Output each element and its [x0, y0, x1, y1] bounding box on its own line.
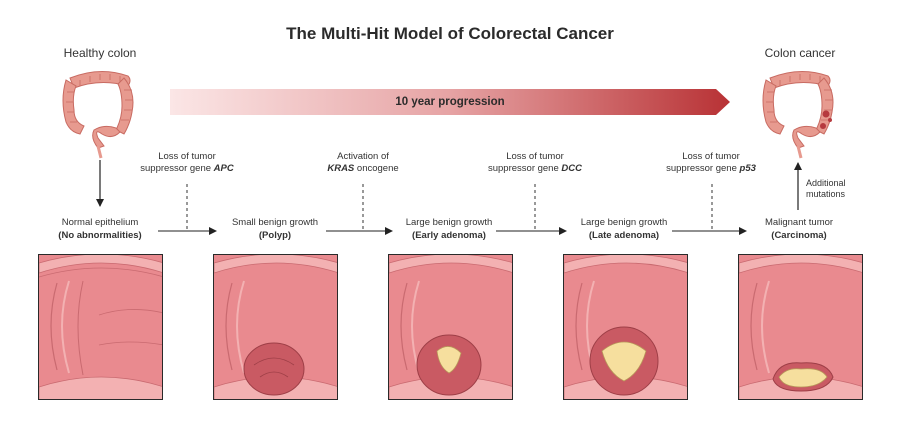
panel-early-adenoma: [388, 254, 513, 400]
event-kras: Activation of KRAS oncogene: [327, 151, 399, 174]
panel-late-adenoma: [563, 254, 688, 400]
diagram-title: The Multi-Hit Model of Colorectal Cancer: [286, 24, 614, 43]
event-dcc: Loss of tumor suppressor gene DCC: [487, 151, 582, 174]
stage-label-late-adenoma: Large benign growth(Late adenoma): [580, 217, 668, 241]
stage-label-polyp: Small benign growth(Polyp): [231, 217, 319, 241]
panel-polyp: [213, 254, 338, 400]
healthy-colon-label: Healthy colon: [63, 46, 137, 60]
additional-mutations-label: Additional mutations: [806, 178, 846, 199]
panel-normal-epithelium: [38, 254, 163, 400]
event-apc: Loss of tumor suppressor gene APC: [140, 151, 234, 174]
stage-label-normal: Normal epithelium(No abnormalities): [58, 217, 142, 241]
event-p53: Loss of tumor suppressor gene p53: [666, 151, 756, 174]
colon-cancer-label: Colon cancer: [764, 46, 836, 60]
panel-carcinoma: [738, 254, 863, 400]
progression-arrow: [170, 89, 730, 115]
stage-label-early-adenoma: Large benign growth(Early adenoma): [405, 217, 493, 241]
stage-label-carcinoma: Malignant tumor(Carcinoma): [764, 217, 834, 241]
progression-label: 10 year progression: [395, 96, 505, 108]
